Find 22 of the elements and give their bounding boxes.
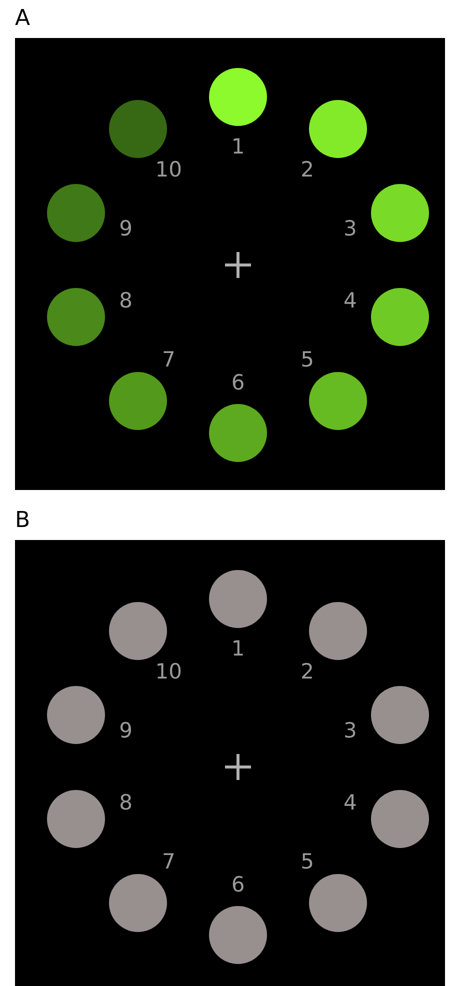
panel-label: B — [15, 510, 30, 532]
stimulus-number: 5 — [300, 350, 314, 371]
stimulus-number: 4 — [344, 290, 357, 312]
stimulus-number: 1 — [231, 638, 245, 660]
stimulus-number: 6 — [231, 874, 245, 896]
stimulus-number: 1 — [231, 136, 245, 158]
stimulus-number: 8 — [119, 290, 132, 312]
stimulus-number: 2 — [300, 159, 314, 180]
stimulus-number: 7 — [162, 350, 176, 371]
stimulus-number: 7 — [162, 852, 176, 873]
stimulus-number: 10 — [155, 661, 182, 682]
stimulus-number: 2 — [300, 661, 314, 682]
stimulus-number: 3 — [344, 720, 357, 742]
stimulus-number: 4 — [344, 792, 357, 814]
stimulus-number: 6 — [231, 372, 245, 394]
panel-label: A — [15, 8, 30, 30]
stimulus-number: 3 — [344, 218, 357, 240]
stimulus-number: 9 — [119, 218, 132, 240]
stimulus-number: 9 — [119, 720, 132, 742]
stimulus-number: 10 — [155, 159, 182, 180]
stimulus-number: 5 — [300, 852, 314, 873]
stimulus-number: 8 — [119, 792, 132, 814]
